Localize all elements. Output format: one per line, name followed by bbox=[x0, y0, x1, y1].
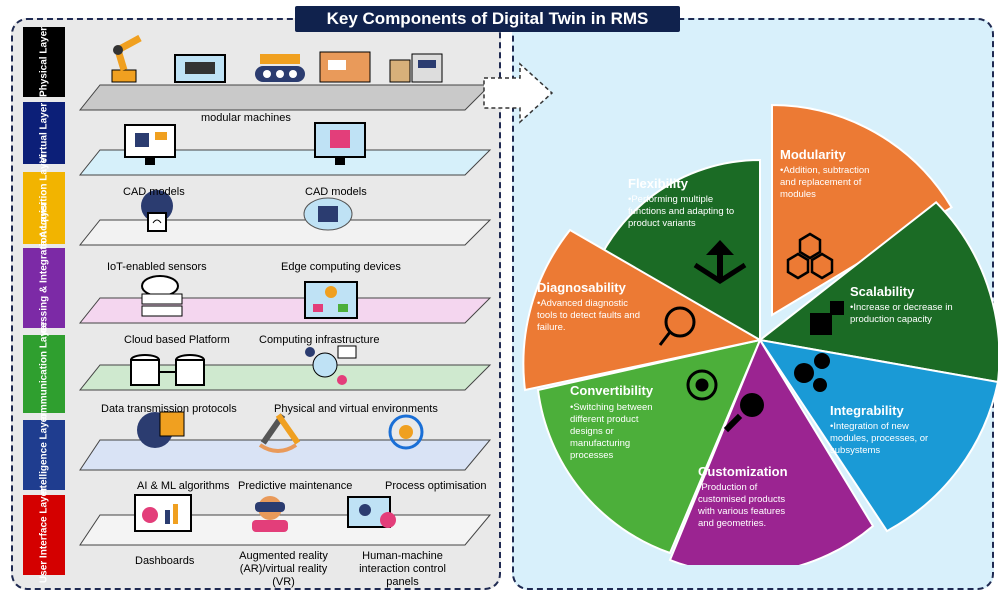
cloud-server-icon bbox=[141, 275, 183, 317]
cnc-machine-icon bbox=[319, 51, 371, 83]
layer-tab-user-interface: User Interface Layer bbox=[23, 487, 65, 583]
platform-data-acquisition bbox=[78, 219, 492, 246]
platform-physical bbox=[78, 84, 492, 111]
caption-cloud-platform: Cloud based Platform bbox=[124, 334, 230, 346]
modularity-desc: •Addition, subtraction and replacement o… bbox=[780, 165, 870, 200]
diagnosability-desc: •Advanced diagnostic tools to detect fau… bbox=[537, 298, 640, 333]
caption-dashboards: Dashboards bbox=[135, 555, 195, 567]
wrench-gear-icon bbox=[723, 393, 764, 433]
caption-iot-sensors: IoT-enabled sensors bbox=[107, 261, 207, 273]
convertibility-title: Convertibility bbox=[570, 383, 654, 398]
diverging-arrows-icon bbox=[693, 240, 747, 284]
caption-ar-vr: Augmented reality (AR)/virtual reality (… bbox=[239, 550, 328, 588]
layer-tab-data-processing: Data Processing & Integration Layer bbox=[23, 202, 65, 374]
caption-hmi-panels: Human-machine interaction control panels bbox=[359, 550, 446, 588]
convertibility-desc: •Switching between different product des… bbox=[570, 402, 653, 461]
ai-head-icon bbox=[137, 411, 185, 448]
customization-title: Customization bbox=[698, 464, 788, 479]
vr-headset-icon bbox=[252, 496, 288, 532]
scale-arrow-icon bbox=[810, 301, 844, 335]
caption-cad-models-2: CAD models bbox=[305, 186, 367, 198]
convert-cycle-icon bbox=[686, 369, 718, 401]
caption-predictive-maintenance: Predictive maintenance bbox=[238, 480, 353, 492]
conveyor-icon bbox=[255, 54, 305, 82]
caption-data-transmission: Data transmission protocols bbox=[101, 403, 237, 415]
scalability-title: Scalability bbox=[850, 284, 915, 299]
integrability-title: Integrability bbox=[830, 403, 904, 418]
integrability-desc: •Integration of new modules, processes, … bbox=[830, 421, 929, 456]
network-environment-icon bbox=[305, 345, 357, 385]
segment-scalability bbox=[757, 200, 998, 384]
process-optimisation-icon bbox=[388, 414, 424, 450]
scalability-desc: •Increase or decrease in production capa… bbox=[850, 302, 953, 325]
layer-tab-intelligence: Intelligence Layer bbox=[23, 413, 65, 497]
gears-icon bbox=[794, 353, 830, 392]
caption-cad-models-1: CAD models bbox=[123, 186, 185, 198]
layer-tab-virtual: Virtual Layer bbox=[23, 102, 65, 164]
caption-ai-ml: AI & ML algorithms bbox=[137, 480, 230, 492]
hexagons-icon bbox=[786, 232, 834, 280]
diagram-title: Key Components of Digital Twin in RMS bbox=[295, 6, 680, 32]
hmi-panel-icon bbox=[347, 496, 396, 528]
segment-customization bbox=[668, 337, 875, 565]
layer-tab-data-acquisition: Data Acquisition Layer bbox=[23, 154, 65, 262]
caption-process-optimisation: Process optimisation bbox=[385, 480, 487, 492]
segment-convertibility bbox=[536, 338, 762, 555]
flexibility-desc: •Performing multiple functions and adapt… bbox=[628, 194, 735, 229]
diagnosability-title: Diagnosability bbox=[537, 280, 626, 295]
dashboard-icon bbox=[134, 494, 192, 532]
layer-platforms bbox=[78, 34, 492, 546]
packaging-machine-icon bbox=[389, 53, 443, 83]
rms-characteristics-wheel bbox=[522, 103, 998, 565]
edge-computing-icon bbox=[303, 197, 353, 231]
caption-modular-machines: modular machines bbox=[201, 112, 291, 124]
database-transfer-icon bbox=[130, 354, 205, 386]
robot-arm-icon bbox=[111, 34, 142, 83]
platform-intelligence bbox=[79, 439, 492, 471]
flexibility-title: Flexibility bbox=[628, 176, 688, 191]
iot-sensor-icon bbox=[141, 190, 173, 232]
caption-edge-devices: Edge computing devices bbox=[281, 261, 401, 273]
diagnosis-magnifier-icon bbox=[658, 306, 696, 346]
3d-printer-icon bbox=[174, 54, 226, 83]
cad-monitor-3d-icon bbox=[314, 122, 366, 165]
segment-modularity bbox=[771, 103, 953, 317]
segment-diagnosability bbox=[522, 228, 763, 392]
layer-tab-communication: Communication Layer bbox=[23, 321, 65, 427]
arrow-right-icon bbox=[483, 62, 554, 124]
modularity-title: Modularity bbox=[780, 147, 846, 162]
caption-physical-virtual-env: Physical and virtual environments bbox=[274, 403, 438, 415]
customization-desc: •Production of customised products with … bbox=[698, 482, 786, 529]
caption-computing-infra: Computing infrastructure bbox=[259, 334, 380, 346]
maintenance-tools-icon bbox=[258, 413, 301, 453]
cad-monitor-icon bbox=[124, 124, 176, 165]
layer-tab-physical: Physical Layer bbox=[23, 27, 65, 97]
computing-monitor-icon bbox=[304, 281, 358, 319]
